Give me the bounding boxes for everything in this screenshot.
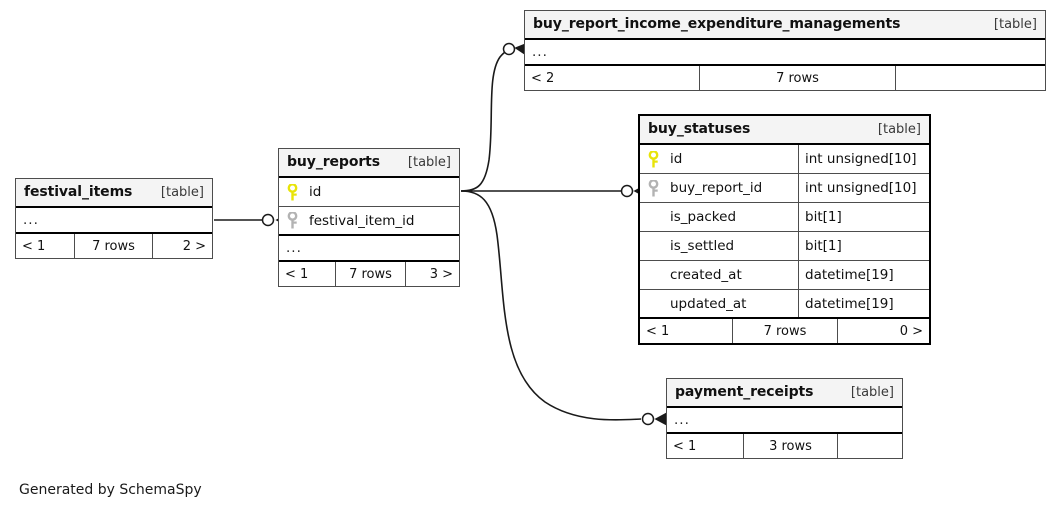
table-title: buy_report_income_expenditure_management… xyxy=(533,16,901,32)
column-name-cell: updated_at xyxy=(640,290,798,317)
column-name: buy_report_id xyxy=(670,180,763,196)
foreign-key-icon xyxy=(287,212,309,229)
edge-buy-reports-to-income-expenditure xyxy=(460,48,510,192)
column-name: id xyxy=(670,151,683,167)
primary-key-icon xyxy=(287,183,309,201)
table-title: festival_items xyxy=(24,184,133,200)
foreign-key-icon xyxy=(648,179,670,197)
column-name-cell: id xyxy=(279,178,459,206)
footer-parents-count: < 2 xyxy=(531,70,555,86)
footer-parents-count: < 1 xyxy=(285,266,309,282)
table-header: festival_items [table] xyxy=(16,179,212,208)
column-name: is_packed xyxy=(670,209,737,225)
column-name: updated_at xyxy=(670,295,747,312)
edge-endpoint-circle xyxy=(502,42,516,56)
table-type-label: [table] xyxy=(877,121,921,137)
column-name-cell: is_packed xyxy=(640,203,798,231)
footer-children-count: 3 > xyxy=(405,262,459,286)
column-type: bit[1] xyxy=(798,232,929,260)
table-header: buy_reports [table] xyxy=(279,149,459,178)
column-type: datetime[19] xyxy=(798,261,929,289)
table-type-label: [table] xyxy=(850,384,894,400)
footer-children-count xyxy=(895,66,1045,90)
table-type-label: [table] xyxy=(160,184,204,200)
table-title: payment_receipts xyxy=(675,384,814,400)
footer-row-count: 7 rows xyxy=(335,262,405,286)
table-buy-reports[interactable]: buy_reports [table] id xyxy=(278,148,460,287)
column-type: bit[1] xyxy=(798,203,929,231)
footer-parents-count: < 1 xyxy=(22,238,46,254)
table-footer: < 1 7 rows 2 > xyxy=(16,234,212,258)
column-name-cell: created_at xyxy=(640,261,798,289)
column-type: int unsigned[10] xyxy=(798,174,929,202)
table-row[interactable]: is_packed bit[1] xyxy=(640,203,929,232)
table-header: payment_receipts [table] xyxy=(667,379,902,408)
footer-parents-count: < 1 xyxy=(646,323,670,339)
table-row[interactable]: id int unsigned[10] xyxy=(640,145,929,174)
column-name-cell: is_settled xyxy=(640,232,798,260)
footer-children-count: 0 > xyxy=(837,319,929,343)
hidden-columns-indicator: ... xyxy=(16,208,212,234)
hidden-columns-indicator: ... xyxy=(667,408,902,434)
column-type: int unsigned[10] xyxy=(798,145,929,173)
footer-children-count xyxy=(837,434,902,458)
column-name-cell: id xyxy=(640,145,798,173)
table-type-label: [table] xyxy=(407,154,451,170)
table-buy-statuses[interactable]: buy_statuses [table] id int unsigned[10] xyxy=(638,114,931,345)
hidden-columns-indicator: ... xyxy=(279,236,459,262)
table-row[interactable]: is_settled bit[1] xyxy=(640,232,929,261)
footer-row-count: 7 rows xyxy=(732,319,837,343)
table-footer: < 1 3 rows xyxy=(667,434,902,458)
table-row[interactable]: buy_report_id int unsigned[10] xyxy=(640,174,929,203)
table-row[interactable]: id xyxy=(279,178,459,207)
footer-row-count: 7 rows xyxy=(699,66,895,90)
table-header: buy_statuses [table] xyxy=(640,116,929,145)
edge-endpoint-circle xyxy=(641,412,655,426)
table-title: buy_reports xyxy=(287,154,380,170)
column-name: created_at xyxy=(670,267,742,283)
column-name-cell: buy_report_id xyxy=(640,174,798,202)
column-name: is_settled xyxy=(670,238,735,254)
table-buy-report-income-expenditure-managements[interactable]: buy_report_income_expenditure_management… xyxy=(524,10,1046,91)
column-name-cell: festival_item_id xyxy=(279,207,459,234)
edge-endpoint-circle xyxy=(620,184,634,198)
table-payment-receipts[interactable]: payment_receipts [table] ... < 1 3 rows xyxy=(666,378,903,459)
table-row[interactable]: created_at datetime[19] xyxy=(640,261,929,290)
footer-parents-count: < 1 xyxy=(673,438,697,454)
table-row[interactable]: festival_item_id xyxy=(279,207,459,236)
column-name: id xyxy=(309,184,322,200)
table-footer: < 2 7 rows xyxy=(525,66,1045,90)
table-type-label: [table] xyxy=(993,16,1037,32)
column-type: datetime[19] xyxy=(798,290,929,317)
table-title: buy_statuses xyxy=(648,121,751,137)
generated-by-label: Generated by SchemaSpy xyxy=(19,482,202,498)
table-footer: < 1 7 rows 0 > xyxy=(640,319,929,343)
edge-buy-reports-to-payment-receipts xyxy=(460,190,642,421)
column-name: festival_item_id xyxy=(309,212,415,229)
table-festival-items[interactable]: festival_items [table] ... < 1 7 rows 2 … xyxy=(15,178,213,259)
primary-key-icon xyxy=(648,150,670,168)
footer-children-count: 2 > xyxy=(152,234,212,258)
edge-endpoint-circle xyxy=(261,213,275,227)
footer-row-count: 3 rows xyxy=(743,434,837,458)
table-footer: < 1 7 rows 3 > xyxy=(279,262,459,286)
table-header: buy_report_income_expenditure_management… xyxy=(525,11,1045,40)
footer-row-count: 7 rows xyxy=(74,234,152,258)
table-row[interactable]: updated_at datetime[19] xyxy=(640,290,929,319)
hidden-columns-indicator: ... xyxy=(525,40,1045,66)
